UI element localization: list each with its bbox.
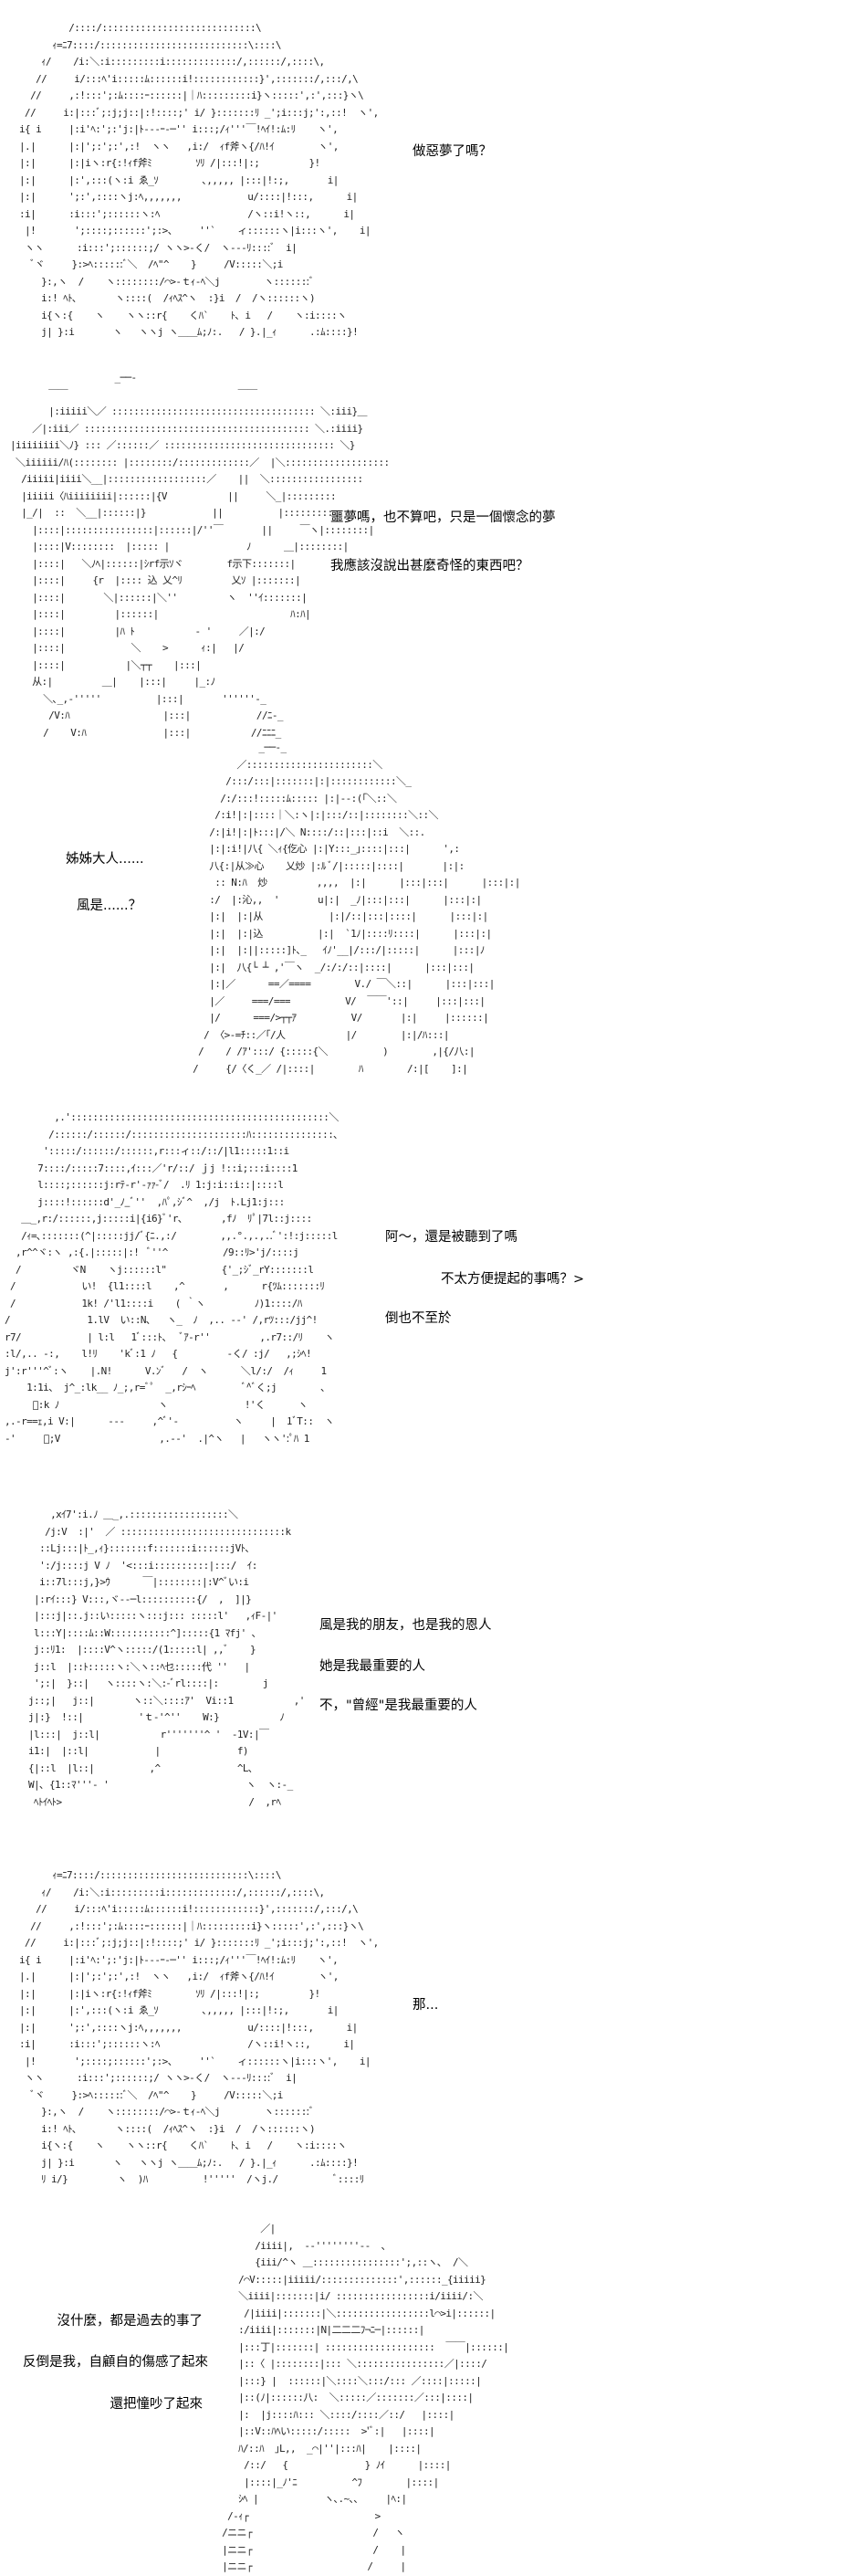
- panel-3: _──‐_ ／:::::::::::::::::::::::＼ /:::/:::…: [0, 726, 867, 1091]
- dialogue-line: 風是......？: [77, 899, 142, 913]
- ascii-art-figure: _──‐ ￣￣ ￣￣ |:iiiii＼／ :::::::::::::::::::…: [10, 372, 390, 739]
- panel-5: ,xｲ7':i.ﾉ ＿_,.::::::::::::::::::＼ /j:V :…: [0, 1498, 867, 1863]
- dialogue-line: 噩夢嗎，也不算吧，只是一個懷念的夢: [330, 510, 556, 525]
- ascii-art-figure: ,xｲ7':i.ﾉ ＿_,.::::::::::::::::::＼ /j:V :…: [28, 1509, 305, 1808]
- dialogue-line: 她是我最重要的人: [319, 1659, 425, 1674]
- panel-2: _──‐ ￣￣ ￣￣ |:iiiii＼／ :::::::::::::::::::…: [0, 352, 867, 739]
- panel-7: ／| /iiii|, -‐''''''''‐- ､ {iii/^ヽ ＿:::::…: [0, 2210, 867, 2572]
- dialogue-line: 不，"曾經"是我最重要的人: [319, 1698, 477, 1713]
- panel-6: ｨ=ﾆ7::::/:::::::::::::::::::::::::::\:::…: [0, 1863, 867, 2201]
- ascii-art-figure: ／| /iiii|, -‐''''''''‐- ､ {iii/^ヽ ＿:::::…: [222, 2223, 509, 2572]
- ascii-art-figure: ,.':::::::::::::::::::::::::::::::::::::…: [5, 1111, 339, 1445]
- dialogue-line: 沒什麼，都是過去的事了: [57, 2314, 204, 2329]
- dialogue-line: 風是我的朋友，也是我的恩人: [319, 1618, 492, 1633]
- dialogue-line: 阿～，還是被聽到了嗎: [385, 1230, 517, 1245]
- ascii-art-figure: /::::/::::::::::::::::::::::::::::\ ｨ=ﾆ7…: [19, 22, 379, 338]
- ascii-art-figure: ｨ=ﾆ7::::/:::::::::::::::::::::::::::\:::…: [19, 1869, 379, 2185]
- dialogue-line: 反倒是我，自顧自的傷感了起來: [23, 2355, 208, 2370]
- panel-1: /::::/::::::::::::::::::::::::::::\ ｨ=ﾆ7…: [0, 9, 867, 338]
- ascii-art-figure: _──‐_ ／:::::::::::::::::::::::＼ /:::/:::…: [193, 741, 520, 1075]
- dialogue-line: 姊姊大人......: [66, 852, 144, 867]
- dialogue-line: 我應該沒說出甚麼奇怪的東西吧？: [330, 559, 529, 573]
- panel-4: ,.':::::::::::::::::::::::::::::::::::::…: [0, 1100, 867, 1484]
- dialogue-line: 倒也不至於: [385, 1311, 452, 1326]
- dialogue-line: 不太方便提起的事嗎？>: [441, 1272, 585, 1287]
- dialogue-line: 做惡夢了嗎？: [413, 144, 492, 159]
- dialogue-line: 還把憧吵了起來: [110, 2397, 204, 2412]
- dialogue-line: 那...: [413, 1998, 439, 2013]
